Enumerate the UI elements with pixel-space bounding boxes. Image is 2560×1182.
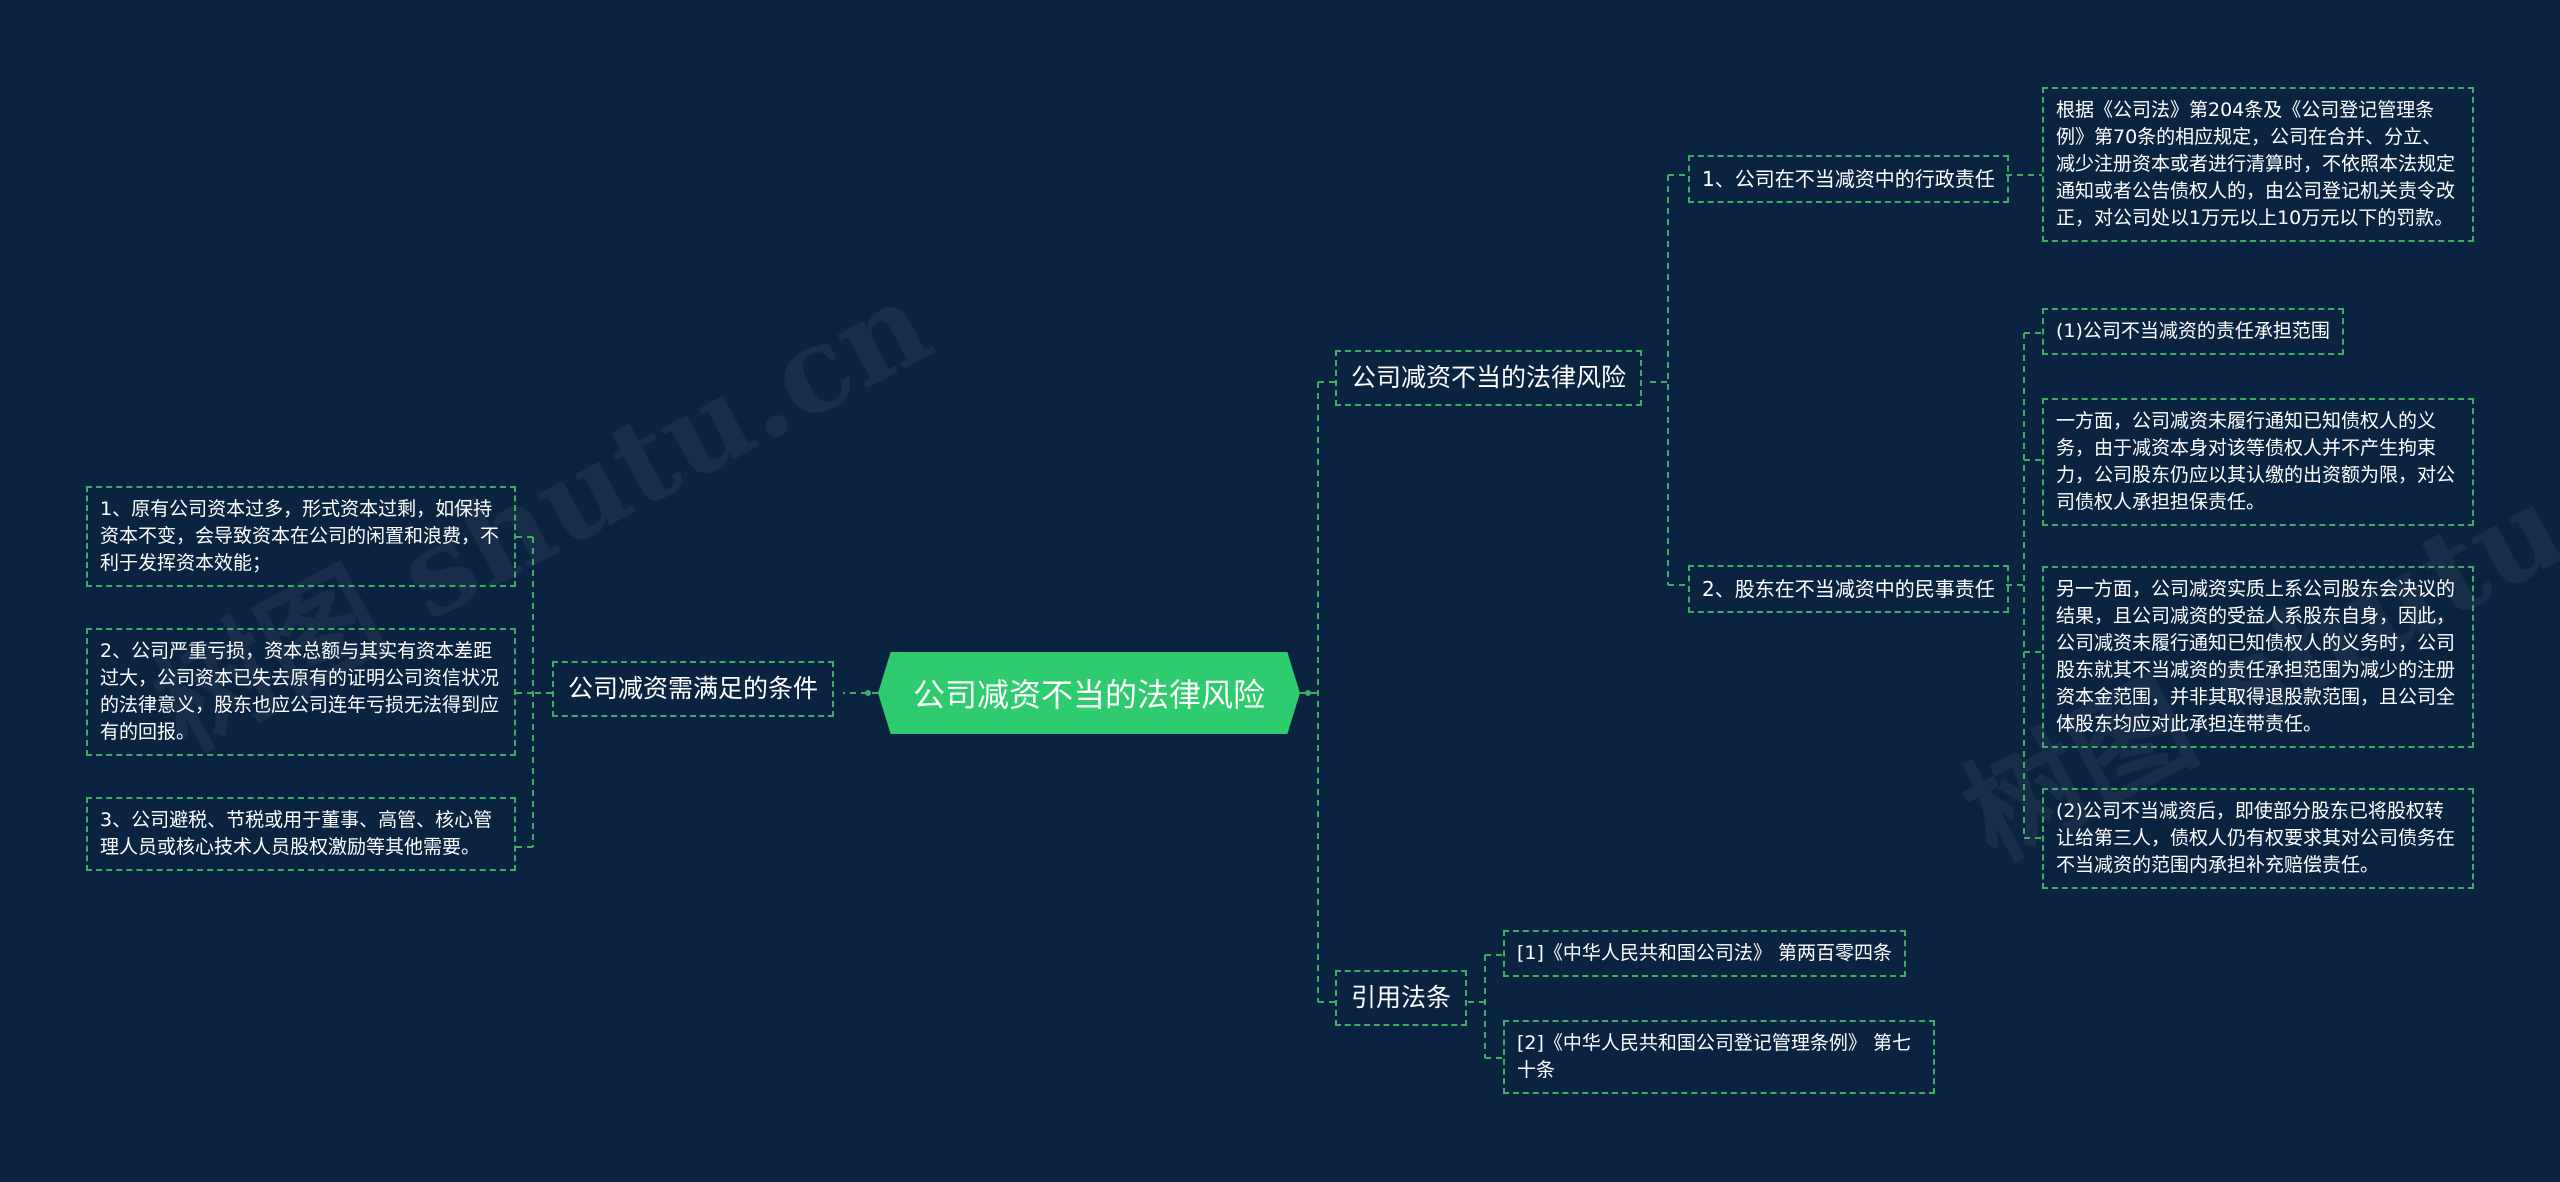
civil-item-1-text: (1)公司不当减资的责任承担范围 xyxy=(2056,320,2330,342)
civil-item-4-text: (2)公司不当减资后，即使部分股东已将股权转让给第三人，债权人仍有权要求其对公司… xyxy=(2056,800,2456,876)
connector-conditions-trunk xyxy=(532,537,552,847)
admin-detail-text: 根据《公司法》第204条及《公司登记管理条例》第70条的相应规定，公司在合并、分… xyxy=(2056,99,2456,229)
branch-citations[interactable]: 引用法条 xyxy=(1335,970,1468,1026)
citation-1-text: [1]《中华人民共和国公司法》 第两百零四条 xyxy=(1517,942,1892,964)
branch-legal-risk-label: 公司减资不当的法律风险 xyxy=(1351,363,1627,392)
branch-legal-risk[interactable]: 公司减资不当的法律风险 xyxy=(1335,350,1643,406)
condition-1-text: 1、原有公司资本过多，形式资本过剩，如保持资本不变，会导致资本在公司的闲置和浪费… xyxy=(100,498,500,574)
node-condition-1[interactable]: 1、原有公司资本过多，形式资本过剩，如保持资本不变，会导致资本在公司的闲置和浪费… xyxy=(86,486,516,587)
connector-dot-right xyxy=(1305,690,1311,696)
node-condition-3[interactable]: 3、公司避税、节税或用于董事、高管、核心管理人员或核心技术人员股权激励等其他需要… xyxy=(86,797,516,871)
node-civil-item-2[interactable]: 一方面，公司减资未履行通知已知债权人的义务，由于减资本身对该等债权人并不产生拘束… xyxy=(2042,398,2474,526)
connector-dot-left xyxy=(865,690,871,696)
node-civil-liability[interactable]: 2、股东在不当减资中的民事责任 xyxy=(1688,565,2009,613)
connector-citations-trunk xyxy=(1468,955,1486,1058)
node-civil-liability-label: 2、股东在不当减资中的民事责任 xyxy=(1702,577,1995,601)
node-civil-item-4[interactable]: (2)公司不当减资后，即使部分股东已将股权转让给第三人，债权人仍有权要求其对公司… xyxy=(2042,788,2474,889)
root-node[interactable]: 公司减资不当的法律风险 xyxy=(878,652,1300,734)
node-citation-2[interactable]: [2]《中华人民共和国公司登记管理条例》 第七十条 xyxy=(1503,1020,1935,1094)
node-condition-2[interactable]: 2、公司严重亏损，资本总额与其实有资本差距过大，公司资本已失去原有的证明公司资信… xyxy=(86,628,516,756)
condition-3-text: 3、公司避税、节税或用于董事、高管、核心管理人员或核心技术人员股权激励等其他需要… xyxy=(100,809,493,858)
civil-item-3-text: 另一方面，公司减资实质上系公司股东会决议的结果，且公司减资的受益人系股东自身，因… xyxy=(2056,578,2456,735)
node-civil-item-3[interactable]: 另一方面，公司减资实质上系公司股东会决议的结果，且公司减资的受益人系股东自身，因… xyxy=(2042,566,2474,748)
node-admin-liability[interactable]: 1、公司在不当减资中的行政责任 xyxy=(1688,155,2009,203)
node-civil-item-1[interactable]: (1)公司不当减资的责任承担范围 xyxy=(2042,308,2344,355)
root-label: 公司减资不当的法律风险 xyxy=(912,676,1265,714)
citation-2-text: [2]《中华人民共和国公司登记管理条例》 第七十条 xyxy=(1517,1032,1911,1081)
node-admin-liability-label: 1、公司在不当减资中的行政责任 xyxy=(1702,167,1995,191)
node-admin-liability-detail[interactable]: 根据《公司法》第204条及《公司登记管理条例》第70条的相应规定，公司在合并、分… xyxy=(2042,87,2474,242)
node-citation-1[interactable]: [1]《中华人民共和国公司法》 第两百零四条 xyxy=(1503,930,1906,977)
branch-conditions[interactable]: 公司减资需满足的条件 xyxy=(552,661,835,717)
connector-civil-trunk xyxy=(2006,333,2025,838)
civil-item-2-text: 一方面，公司减资未履行通知已知债权人的义务，由于减资本身对该等债权人并不产生拘束… xyxy=(2056,410,2456,513)
condition-2-text: 2、公司严重亏损，资本总额与其实有资本差距过大，公司资本已失去原有的证明公司资信… xyxy=(100,640,500,743)
branch-conditions-label: 公司减资需满足的条件 xyxy=(568,674,819,703)
branch-citations-label: 引用法条 xyxy=(1351,983,1452,1012)
connector-risk-trunk xyxy=(1650,175,1669,585)
